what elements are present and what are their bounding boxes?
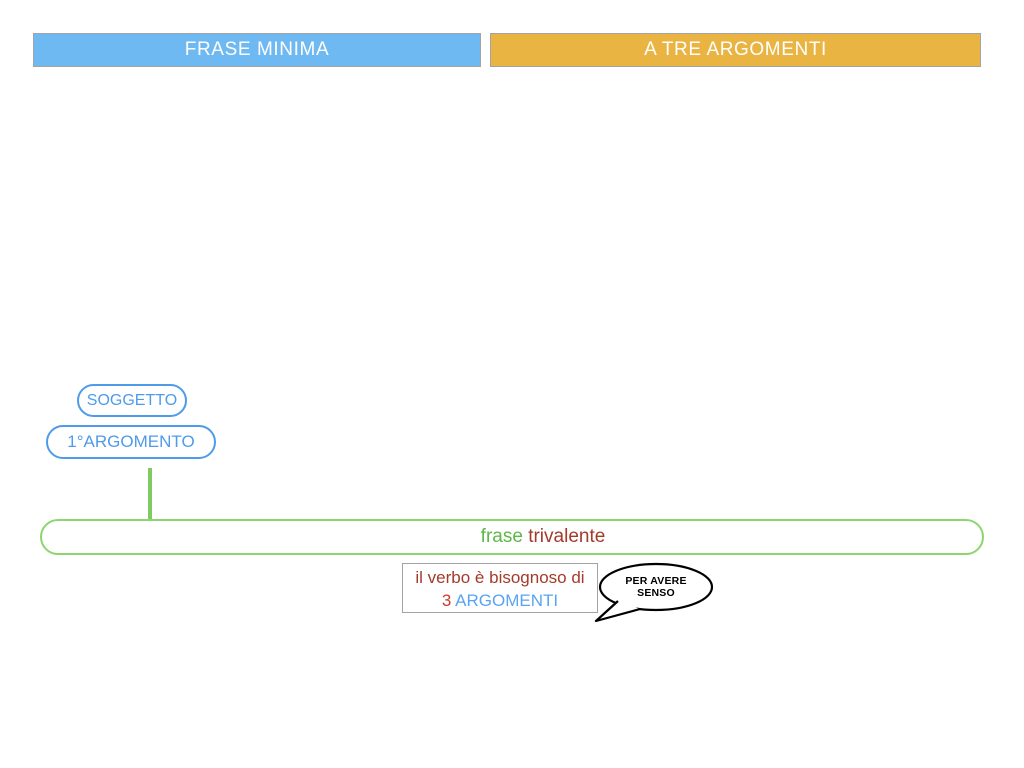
header-a-tre-argomenti-label: A TRE ARGOMENTI [644, 39, 827, 60]
primo-argomento-label: 1°ARGOMENTO [67, 432, 195, 451]
primo-argomento-pill: 1°ARGOMENTO [46, 425, 216, 459]
speech-bubble-shape [594, 562, 714, 623]
trivalente-word: trivalente [528, 526, 606, 547]
argomenti-word: ARGOMENTI [455, 591, 559, 610]
soggetto-pill: SOGGETTO [77, 384, 187, 417]
frase-trivalente-bar: frase trivalente [40, 519, 984, 555]
speech-bubble-text: PER AVERE SENSO [625, 575, 687, 599]
connector-line [148, 468, 152, 519]
verbo-note-box: il verbo è bisognoso di 3 ARGOMENTI [402, 563, 598, 613]
soggetto-label: SOGGETTO [86, 391, 178, 409]
verbo-note-line2: 3 ARGOMENTI [403, 589, 597, 612]
header-frase-minima: FRASE MINIMA [33, 33, 481, 67]
verbo-note-line1: il verbo è bisognoso di [415, 568, 585, 587]
header-frase-minima-label: FRASE MINIMA [184, 39, 330, 60]
header-a-tre-argomenti: A TRE ARGOMENTI [490, 33, 981, 67]
speech-bubble: PER AVERE SENSO [590, 558, 720, 628]
frase-word: frase [480, 526, 523, 547]
argomenti-count: 3 [441, 591, 452, 610]
